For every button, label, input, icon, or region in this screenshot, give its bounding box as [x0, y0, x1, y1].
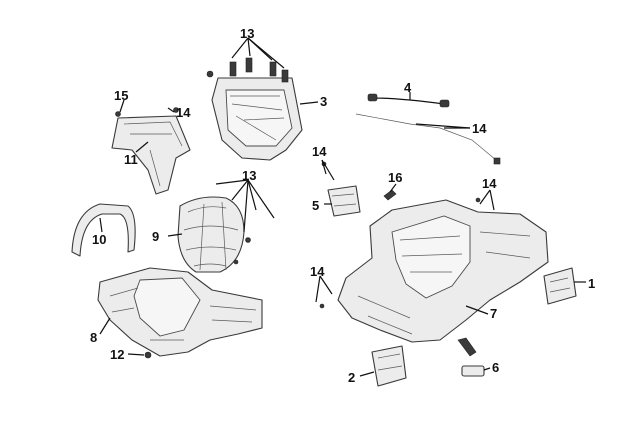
part-16-grommet	[383, 189, 397, 201]
callout-14-top-right: 14	[472, 121, 487, 136]
connector-small	[493, 157, 501, 165]
callout-5: 5	[312, 198, 319, 213]
part-4-wire-clip	[367, 93, 450, 108]
callout-6: 6	[492, 360, 499, 375]
part-3-display-cover	[206, 57, 303, 161]
callout-14-lower-left: 14	[310, 264, 325, 279]
callout-11: 11	[124, 152, 138, 167]
part-7-inner-panel	[337, 199, 549, 357]
callout-3: 3	[320, 94, 327, 109]
callout-8: 8	[90, 330, 97, 345]
callout-15: 15	[114, 88, 128, 103]
callout-14-right: 14	[482, 176, 497, 191]
leader-lines	[99, 37, 586, 377]
part-8-front-fascia	[97, 267, 263, 357]
part-12-bolt	[144, 351, 152, 359]
callout-4: 4	[404, 80, 412, 95]
callout-13-top: 13	[240, 26, 254, 41]
part-11-upper-cover	[111, 111, 191, 195]
part-2-left-switch	[371, 345, 407, 387]
screws-14	[173, 107, 481, 309]
callout-labels: 13 3 4 14 15 14 11 13 9 10 14 5 16 14 1 …	[90, 26, 595, 385]
part-5-bracket	[327, 185, 361, 217]
callout-14-center: 14	[312, 144, 327, 159]
callout-13-middle: 13	[242, 168, 256, 183]
callout-2: 2	[348, 370, 355, 385]
part-10-windscreen-trim	[71, 203, 136, 257]
callout-1: 1	[588, 276, 595, 291]
callout-7: 7	[490, 306, 497, 321]
part-1-right-switch	[543, 267, 577, 305]
callout-10: 10	[92, 232, 106, 247]
callout-12: 12	[110, 347, 124, 362]
callout-9: 9	[152, 229, 159, 244]
part-9-headlight	[177, 196, 251, 273]
part-6-clip	[461, 365, 485, 377]
callout-16: 16	[388, 170, 402, 185]
callout-14-upper-left: 14	[176, 105, 191, 120]
wiring-harness	[355, 113, 497, 161]
